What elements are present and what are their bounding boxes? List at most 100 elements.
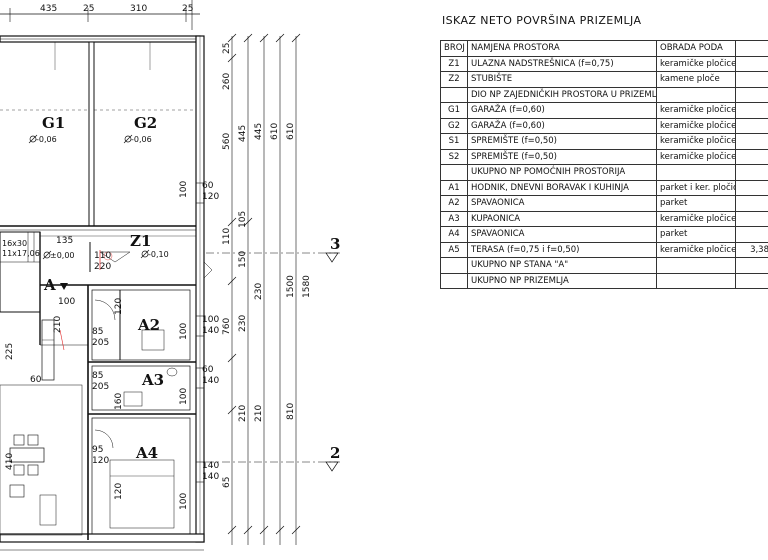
table-row: DIO NP ZAJEDNIČKIH PROSTORA U PRIZEMLJU: [440, 86, 768, 103]
cell-code: [440, 164, 468, 181]
cell-name: UKUPNO NP POMOĆNIH PROSTORIJA: [467, 164, 657, 181]
inner-dim-17: 95: [92, 445, 103, 455]
top-dim-1: 435: [40, 4, 57, 14]
cell-value: 3,38: [735, 241, 768, 258]
cell-value: [735, 133, 768, 150]
header-value: [735, 40, 768, 57]
table-row: UKUPNO NP POMOĆNIH PROSTORIJA: [440, 164, 768, 181]
cell-finish: keramičke pločice: [656, 133, 736, 150]
cell-code: Z2: [440, 71, 468, 88]
dim-v-2: 260: [222, 73, 232, 90]
cell-finish: kamene ploče: [656, 71, 736, 88]
cell-code: S2: [440, 148, 468, 165]
inner-dim-28: 100: [179, 181, 189, 198]
axis-marker-2: 2: [330, 444, 340, 462]
cell-value: [735, 210, 768, 227]
cell-code: G2: [440, 117, 468, 134]
inner-dim-24: 120: [114, 483, 124, 500]
cell-value: [735, 195, 768, 212]
inner-dim-25: 100: [179, 493, 189, 510]
inner-dim-1: 60: [202, 181, 214, 191]
cell-name: SPAVAONICA: [467, 195, 657, 212]
cell-name: UKUPNO NP STANA "A": [467, 257, 657, 274]
room-a3-label: A3: [141, 371, 164, 389]
room-a-label: A: [43, 276, 56, 294]
dim-v-12: 445: [254, 123, 264, 140]
room-g1-label: G1: [42, 114, 65, 132]
cell-value: [735, 86, 768, 103]
dim-v-7: 445: [238, 125, 248, 142]
inner-dim-12: 100: [58, 297, 75, 307]
cell-value: [735, 179, 768, 196]
inner-dim-6: 140: [202, 376, 219, 386]
inner-dim-5: 60: [202, 365, 214, 375]
cell-code: G1: [440, 102, 468, 119]
inner-dim-13: 85: [92, 327, 103, 337]
room-a2-label: A2: [137, 316, 160, 334]
cell-name: STUBIŠTE: [467, 71, 657, 88]
cell-name: GARAŽA (f=0,60): [467, 102, 657, 119]
dim-v-10: 230: [238, 315, 248, 332]
cell-finish: keramičke pločice: [656, 210, 736, 227]
cell-finish: [656, 86, 736, 103]
cell-finish: parket: [656, 226, 736, 243]
dim-v-13: 230: [254, 283, 264, 300]
inner-dim-16: 205: [92, 382, 109, 392]
stair-label-2: 11x17,06: [2, 249, 40, 258]
room-a4-label: A4: [135, 444, 158, 462]
inner-dim-27: 100: [179, 388, 189, 405]
area-table-title: ISKAZ NETO POVRŠINA PRIZEMLJA: [442, 14, 642, 27]
inner-dim-20: 410: [5, 453, 15, 470]
cell-name: TERASA (f=0,75 i f=0,50): [467, 241, 657, 258]
inner-dim-7: 140: [202, 461, 219, 471]
cell-name: KUPAONICA: [467, 210, 657, 227]
dim-v-3: 560: [222, 133, 232, 150]
table-row: UKUPNO NP PRIZEMLJA: [440, 272, 768, 289]
inner-dim-19: 60: [30, 375, 42, 385]
cell-finish: parket i ker. pločice: [656, 179, 736, 196]
cell-code: [440, 86, 468, 103]
room-z1-label: Z1: [130, 232, 151, 250]
cell-finish: keramičke pločice: [656, 241, 736, 258]
header-name: NAMJENA PROSTORA: [467, 40, 657, 57]
inner-dim-22: 160: [114, 393, 124, 410]
room-g1-level: -0,06: [36, 135, 57, 144]
cell-finish: keramičke pločice: [656, 117, 736, 134]
table-row: UKUPNO NP STANA "A": [440, 257, 768, 274]
dim-v-18: 810: [286, 403, 296, 420]
inner-dim-2: 120: [202, 192, 219, 202]
inner-dim-15: 85: [92, 371, 103, 381]
top-dim-2: 25: [83, 4, 94, 14]
cell-value: [735, 102, 768, 119]
cell-code: Z1: [440, 55, 468, 72]
cell-finish: [656, 164, 736, 181]
cell-finish: keramičke pločice: [656, 55, 736, 72]
cell-name: SPREMIŠTE (f=0,50): [467, 148, 657, 165]
room-z1-level: -0,10: [148, 250, 169, 259]
area-table-panel: ISKAZ NETO POVRŠINA PRIZEMLJA BROJ NAMJE…: [440, 14, 768, 289]
dim-v-17: 1500: [286, 275, 296, 298]
inner-dim-4: 140: [202, 326, 219, 336]
table-header-row: BROJ NAMJENA PROSTORA OBRADA PODA: [440, 40, 768, 57]
inner-dim-9: 110: [94, 251, 111, 261]
cell-value: [735, 148, 768, 165]
inner-dim-3: 100: [202, 315, 219, 325]
cell-value: [735, 71, 768, 88]
cell-code: A1: [440, 179, 468, 196]
cell-value: [735, 272, 768, 289]
dim-v-6: 65: [222, 477, 232, 488]
cell-finish: [656, 257, 736, 274]
cell-name: ULAZNA NADSTREŠNICA (f=0,75): [467, 55, 657, 72]
top-dim-4: 25: [182, 4, 193, 14]
